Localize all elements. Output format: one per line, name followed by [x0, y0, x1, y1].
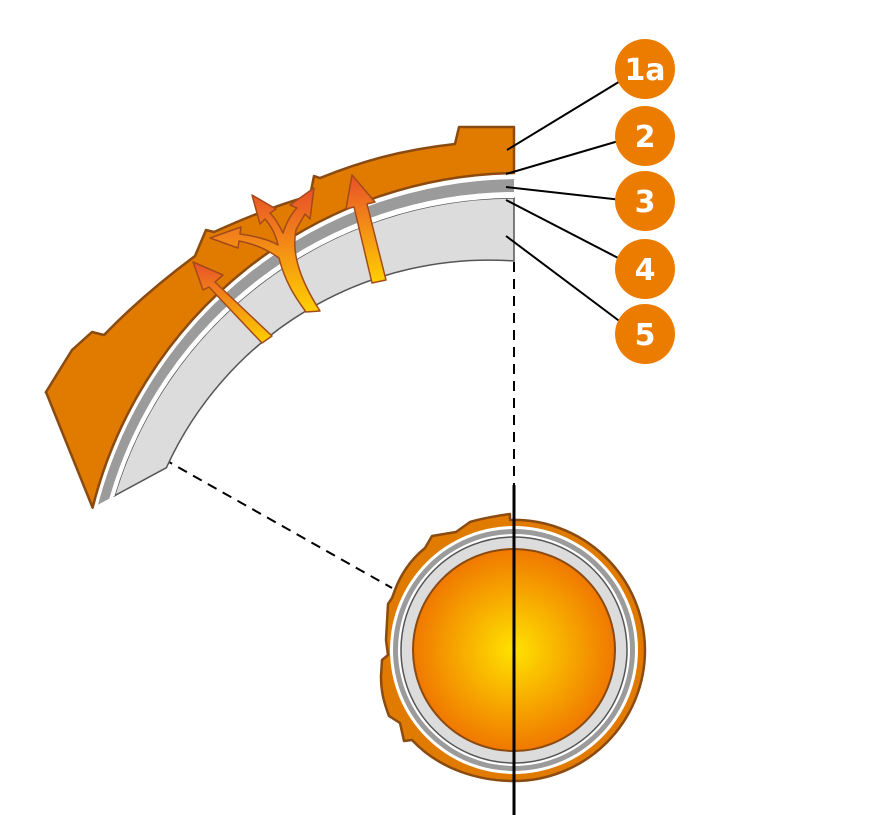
badge-2: 2	[615, 106, 675, 166]
badge-5-label: 5	[635, 318, 656, 353]
leader-lines	[505, 79, 623, 324]
layer-3-dark-grey	[97, 179, 515, 505]
badge-3: 3	[615, 171, 675, 231]
projection-line-diagonal	[44, 391, 393, 589]
layer-2-white	[92, 173, 514, 508]
leader-line-4	[505, 199, 623, 261]
leader-line-1a	[506, 79, 623, 151]
projection-lines	[44, 262, 515, 589]
heat-flow-arrows	[192, 174, 387, 344]
leader-line-3	[505, 186, 623, 201]
badge-3-label: 3	[635, 185, 656, 220]
heat-flow-arrow-icon	[345, 174, 387, 284]
layer-4-white	[109, 192, 515, 499]
badge-2-label: 2	[635, 120, 656, 155]
badge-5: 5	[615, 304, 675, 364]
arc-sector	[44, 125, 516, 509]
leader-line-5	[505, 235, 623, 324]
leader-line-2	[505, 139, 623, 175]
heat-flow-arrow-icon	[209, 187, 321, 313]
heat-flow-arrow-icon	[192, 261, 273, 344]
badge-4: 4	[615, 239, 675, 299]
callout-badges: 1a 2 3 4 5	[615, 39, 675, 364]
badge-1a-label: 1a	[624, 53, 665, 88]
badge-4-label: 4	[635, 253, 656, 288]
badge-1a: 1a	[615, 39, 675, 99]
